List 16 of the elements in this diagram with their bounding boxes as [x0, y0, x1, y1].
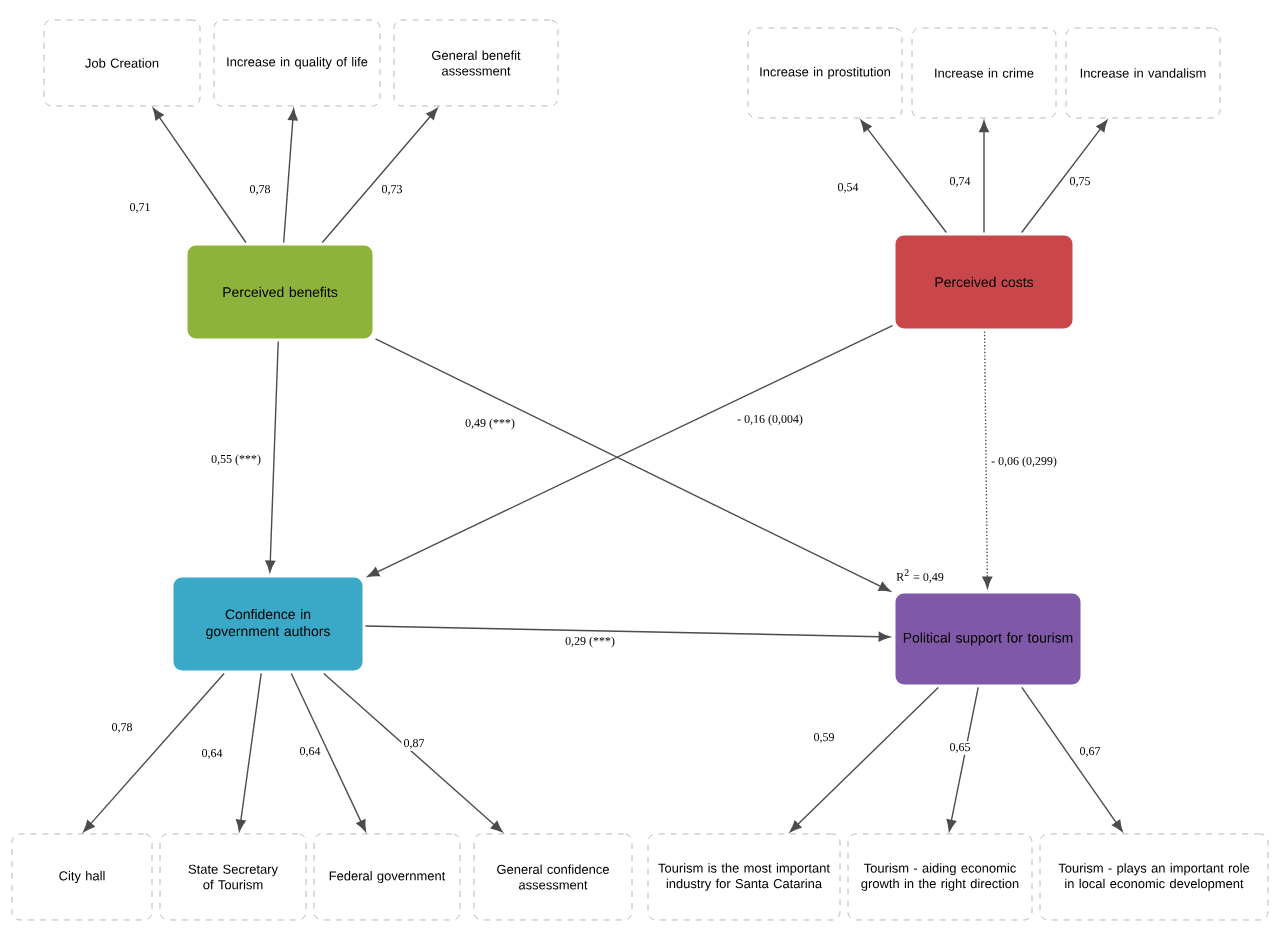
- arrow: [364, 625, 891, 642]
- arrow: [789, 686, 939, 833]
- arrow: [152, 107, 247, 244]
- arrow: [1021, 686, 1123, 832]
- arrow: [982, 330, 993, 589]
- arrow: [83, 672, 225, 833]
- arrow: [283, 108, 298, 244]
- arrow: [1020, 119, 1108, 234]
- arrow: [979, 120, 989, 234]
- arrow: [946, 686, 979, 832]
- arrow: [265, 340, 279, 573]
- arrow: [235, 672, 262, 832]
- arrow: [290, 672, 367, 832]
- arrow: [321, 107, 438, 244]
- arrow: [860, 119, 948, 234]
- arrow: [323, 672, 503, 833]
